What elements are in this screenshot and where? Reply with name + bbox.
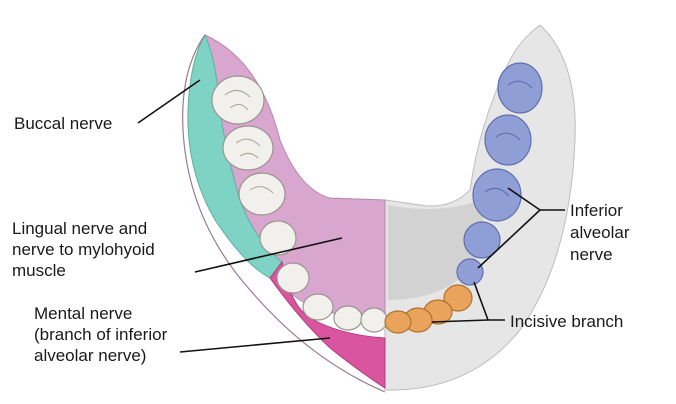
incisive-teeth: [384, 284, 473, 334]
label-inferior-alveolar-line2: alveolar: [570, 223, 630, 242]
inferior-alveolar-teeth: [456, 62, 543, 286]
left-teeth: [211, 75, 388, 333]
mandible-left-outline: [182, 34, 386, 393]
label-mental-nerve-line3: alveolar nerve): [34, 346, 147, 365]
leader-incisive-b: [431, 319, 489, 323]
label-lingual-nerve-line3: muscle: [12, 261, 66, 280]
label-mental-nerve-line2: (branch of inferior: [34, 325, 168, 344]
leader-lingual: [194, 237, 343, 273]
leader-inferior-b: [477, 209, 541, 269]
label-inferior-alveolar-line1: Inferior: [570, 201, 623, 220]
leader-buccal: [137, 79, 201, 124]
label-incisive-branch: Incisive branch: [510, 312, 624, 331]
label-lingual-nerve-line1: Lingual nerve and: [12, 219, 148, 238]
label-mental-nerve-line1: Mental nerve: [34, 304, 133, 323]
label-inferior-alveolar-line3: nerve: [570, 245, 613, 264]
label-buccal-nerve: Buccal nerve: [14, 114, 113, 133]
mental-region: [269, 260, 386, 389]
label-lingual-nerve-line2: nerve to mylohyoid: [12, 240, 155, 259]
leader-mental: [179, 337, 331, 353]
